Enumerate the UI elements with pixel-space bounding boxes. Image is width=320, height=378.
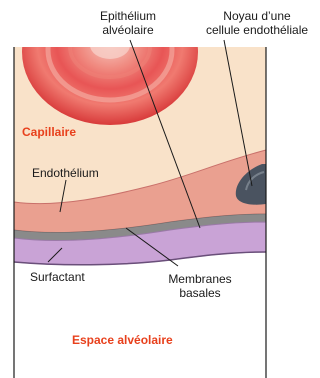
label-basal-membranes-line-2: basales [155, 286, 245, 300]
label-epithelium-line-1: Epithélium [78, 9, 178, 23]
label-capillary: Capillaire [22, 125, 76, 139]
label-endothelium: Endothélium [32, 166, 99, 180]
label-alveolar-space: Espace alvéolaire [72, 333, 173, 347]
label-epithelium: Epithélium alvéolaire [78, 9, 178, 37]
label-surfactant: Surfactant [30, 270, 85, 284]
label-basal-membranes-line-1: Membranes [155, 272, 245, 286]
label-basal-membranes: Membranes basales [155, 272, 245, 300]
label-epithelium-line-2: alvéolaire [78, 23, 178, 37]
label-nucleus-line-2: cellule endothéliale [198, 23, 316, 37]
label-nucleus-line-1: Noyau d’une [198, 9, 316, 23]
label-nucleus: Noyau d’une cellule endothéliale [198, 9, 316, 37]
